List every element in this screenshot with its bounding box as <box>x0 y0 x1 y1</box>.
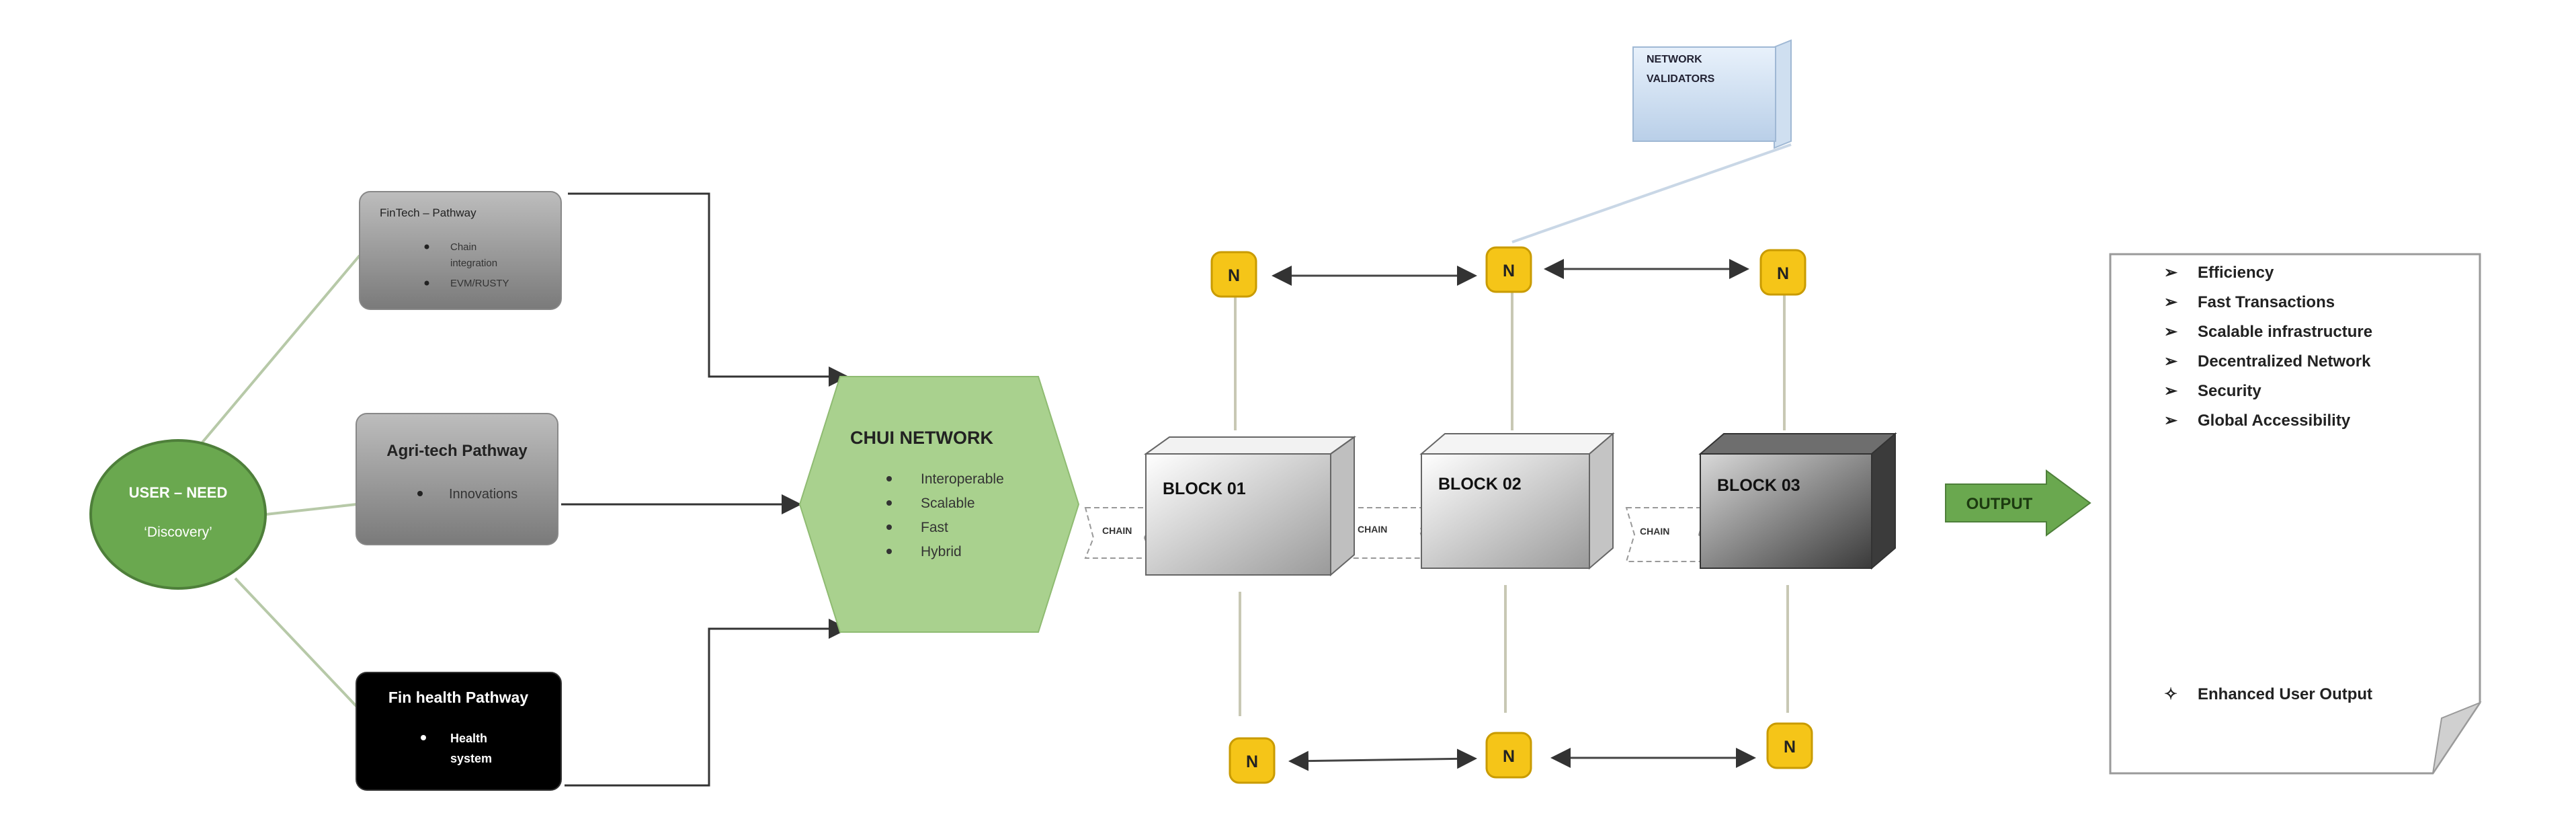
chain-link-1: CHAIN <box>1084 507 1154 559</box>
finhealth-item-1: Health <box>450 732 487 745</box>
chui-network-hexagon: CHUI NETWORK Interoperable Scalable Fast… <box>798 376 1080 633</box>
output-item-4: Decentralized Network <box>2198 352 2371 371</box>
agritech-item-1: Innovations <box>449 487 517 502</box>
network-validators-box: NETWORK VALIDATORS <box>1632 39 1792 149</box>
pathway-connectors <box>561 192 849 787</box>
output-final: Enhanced User Output <box>2198 685 2372 703</box>
output-page: ➢ Efficiency ➢ Fast Transactions ➢ Scala… <box>2109 253 2482 775</box>
svg-text:➢: ➢ <box>2164 293 2178 311</box>
user-connectors <box>197 254 361 707</box>
svg-text:➢: ➢ <box>2164 412 2178 430</box>
output-label: OUTPUT <box>1966 495 2033 513</box>
validators-label-2: VALIDATORS <box>1647 73 1715 85</box>
node-top-3: N <box>1759 249 1806 296</box>
user-need-subtitle: ‘Discovery’ <box>144 525 212 540</box>
node-bottom-1: N <box>1229 737 1276 784</box>
node-block-connectors <box>1234 289 1789 716</box>
validator-connector <box>1511 143 1792 243</box>
network-item-2: Scalable <box>921 496 975 511</box>
svg-text:N: N <box>1503 747 1515 766</box>
network-item-3: Fast <box>921 520 948 535</box>
finhealth-pathway-title: Fin health Pathway <box>388 689 529 706</box>
output-item-1: Efficiency <box>2198 264 2274 282</box>
svg-text:➢: ➢ <box>2164 264 2178 282</box>
fintech-item-2: integration <box>450 258 497 269</box>
finhealth-item-2: system <box>450 752 492 765</box>
node-links <box>1272 259 1756 771</box>
svg-text:✧: ✧ <box>2164 685 2177 703</box>
svg-text:CHAIN: CHAIN <box>1640 526 1669 537</box>
network-item-4: Hybrid <box>921 544 962 559</box>
fintech-pathway-box: FinTech – Pathway Chain integration EVM/… <box>359 191 562 310</box>
block-03: BLOCK 03 <box>1698 432 1897 570</box>
network-nodes: N N N N N N <box>1210 246 1813 784</box>
output-item-5: Security <box>2198 382 2261 400</box>
output-item-2: Fast Transactions <box>2198 293 2335 311</box>
fintech-pathway-title: FinTech – Pathway <box>380 206 476 219</box>
node-bottom-2: N <box>1485 732 1532 779</box>
block-02: BLOCK 02 <box>1419 432 1615 570</box>
validators-label-1: NETWORK <box>1647 54 1702 65</box>
output-list: ➢ Efficiency ➢ Fast Transactions ➢ Scala… <box>2164 264 2372 703</box>
svg-text:➢: ➢ <box>2164 352 2178 371</box>
node-top-1: N <box>1210 251 1257 298</box>
agritech-pathway-box: Agri-tech Pathway Innovations <box>356 413 558 545</box>
fintech-item-3: EVM/RUSTY <box>450 278 509 289</box>
finhealth-pathway-box: Fin health Pathway Health system <box>356 672 562 791</box>
svg-text:N: N <box>1228 266 1240 285</box>
user-need-node: USER – NEED ‘Discovery’ <box>89 439 267 590</box>
svg-text:N: N <box>1503 262 1515 280</box>
user-need-title: USER – NEED <box>129 484 228 501</box>
output-item-6: Global Accessibility <box>2198 412 2351 430</box>
svg-text:N: N <box>1777 264 1789 283</box>
output-arrow: OUTPUT <box>1945 469 2091 537</box>
block-01: BLOCK 01 <box>1143 436 1357 577</box>
svg-text:➢: ➢ <box>2164 323 2178 341</box>
network-title: CHUI NETWORK <box>850 428 993 448</box>
node-top-2: N <box>1485 246 1532 293</box>
agritech-pathway-title: Agri-tech Pathway <box>386 442 528 460</box>
svg-text:CHAIN: CHAIN <box>1102 525 1132 536</box>
network-item-1: Interoperable <box>921 471 1004 487</box>
output-item-3: Scalable infrastructure <box>2198 323 2372 341</box>
svg-text:N: N <box>1246 752 1258 771</box>
svg-text:N: N <box>1784 738 1796 756</box>
node-bottom-3: N <box>1766 722 1813 769</box>
block-01-label: BLOCK 01 <box>1163 479 1246 498</box>
svg-text:CHAIN: CHAIN <box>1358 524 1387 535</box>
block-03-label: BLOCK 03 <box>1717 476 1800 495</box>
svg-text:➢: ➢ <box>2164 382 2178 400</box>
chain-links: CHAIN CHAIN CHAIN <box>1084 507 1708 562</box>
chain-link-3: CHAIN <box>1625 507 1708 562</box>
block-02-label: BLOCK 02 <box>1438 475 1522 494</box>
fintech-item-1: Chain <box>450 241 476 253</box>
